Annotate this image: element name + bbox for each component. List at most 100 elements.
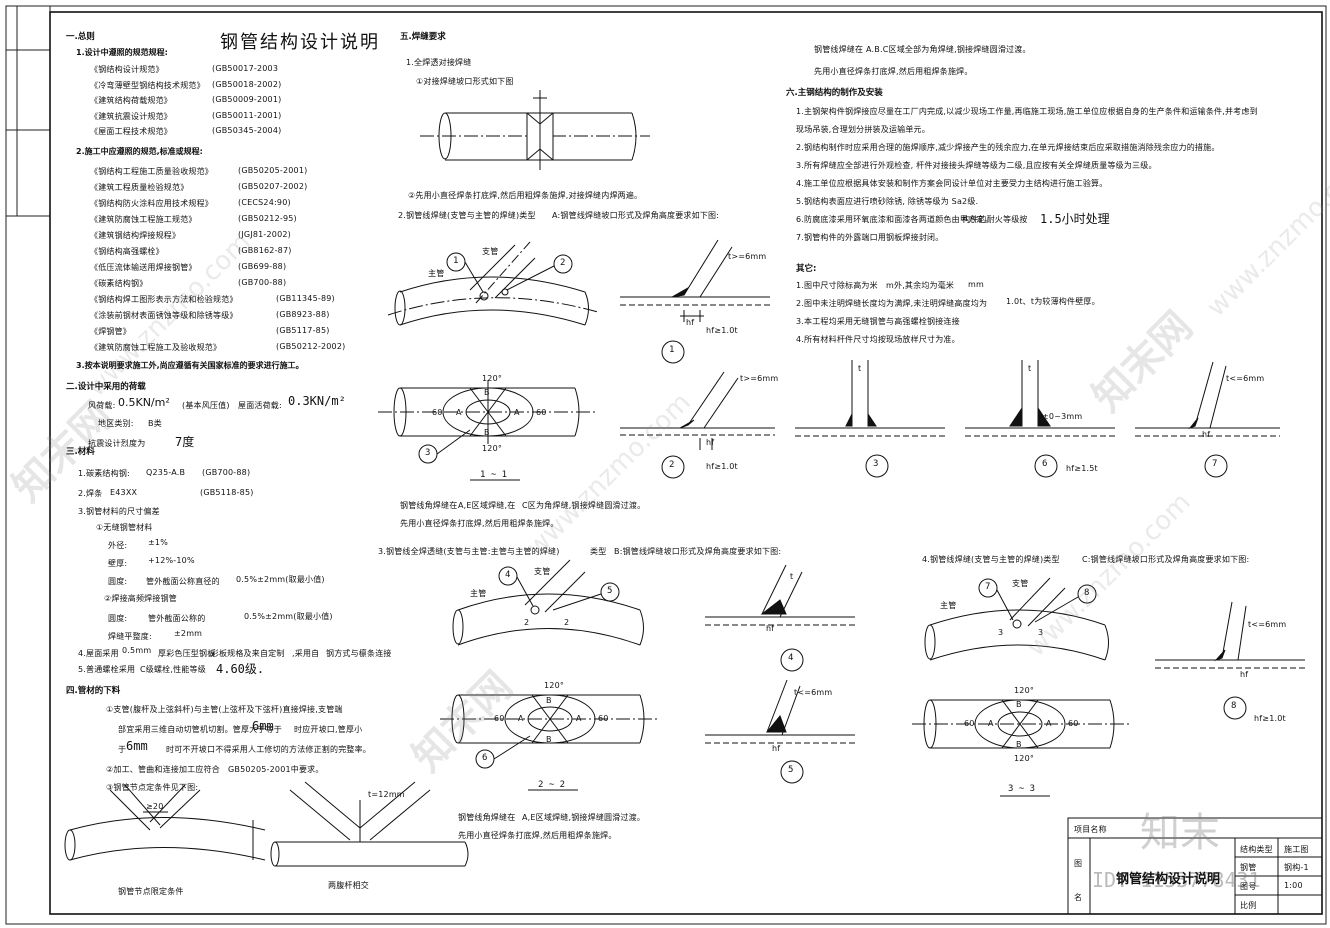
steel-value: Q235-A.B [146,468,186,477]
wall-value: +12%-10% [148,556,195,565]
code-id: (GB50011-2001) [212,111,282,120]
zone-c-left: A [988,719,994,728]
top-note1: 钢管线焊缝在 [814,45,864,54]
dim-b-2b: 2 [564,618,570,627]
dim60-a-l: 60 [432,408,443,417]
zone-b-bottom: B [546,735,552,744]
seismic-label: 抗震设计烈度为 [88,439,146,448]
callout-7: 7 [985,582,991,592]
zone-c-bottom: B [1016,740,1022,749]
s5-i4a: C:钢管线焊缝坡口形式及焊角高度要求如下图: [1082,555,1250,564]
roof-sheet-tail2: ,采用自 [292,649,320,658]
other-i4: 4.所有材料杆件尺寸均按现场放样尺寸为准。 [796,335,960,344]
roof-sheet-value: 0.5mm [122,646,152,655]
dim60-a-r: 60 [536,408,547,417]
tb-scale-label: 比例 [1240,901,1257,910]
s5-i1: 1.全焊透对接焊缝 [406,58,472,67]
section-3-3: 3 ~ 3 [1008,784,1036,794]
std-name: 《建筑工程质量检验规范》 [90,183,189,192]
seamless-title: ①无缝钢管材料 [96,523,153,532]
bolt-grade: C级螺栓,性能等级 [140,665,206,674]
std-id: (GB5117-85) [276,326,330,335]
binding-strip [5,5,51,217]
s4-p4-code: GB50205-2001中要求。 [228,765,324,774]
s1-heading: 一.总则 [66,32,95,42]
angle-c-top: 120° [1014,686,1035,695]
tb-project-label: 项目名称 [1074,825,1107,834]
s6-item2: 2.钢结构制作时应采用合理的施焊顺序,减少焊接产生的残余应力,在单元焊接结束后应… [796,143,1220,152]
electrode-label: 2.焊条 [78,489,103,498]
inner-frame [49,11,1323,915]
electrode-value: E43XX [110,488,138,497]
s6-item4: 4.施工单位应根据具体安装和制作方案会同设计单位对主要受力主结构进行施工验算。 [796,179,1108,188]
s5-i1a: ①对接焊缝坡口形式如下图 [416,77,514,86]
s6-item1b: 现场吊装,合理划分拼装及运输单元。 [796,125,930,134]
dim60-b-l: 60 [494,714,505,723]
angle-a-bottom: 120° [482,444,503,453]
s5-i3: 3.钢管线全焊透缝(支管与主管:主管与主管的焊缝) [378,547,560,556]
std-id: (GB50205-2001) [238,166,308,175]
detail7-t: t<=6mm [1226,374,1265,383]
tb-stage: 施工图 [1284,845,1309,854]
detail4-t: t [790,572,794,581]
s5-i2-note2: A,E区域焊缝,在 [458,501,516,510]
branch-pipe-label-a: 支管 [482,247,499,256]
other-heading: 其它: [796,264,817,274]
s6-item6: 6.防腐底漆采用环氧底漆和面漆各两道颜色由甲方定。 [796,215,993,224]
s1-item3: 3.按本说明要求施工外,尚应遵循有关国家标准的要求进行施工。 [76,361,304,370]
round2-value: 0.5%±2mm(取最小值) [244,612,333,621]
fig-a-dim: ≥20 [146,802,164,811]
std-name: 《低压流体输送用焊接钢管》 [90,263,197,272]
roof-label: 屋面活荷载: [238,401,282,410]
tb-subject-label: 结构类型 [1240,845,1273,854]
std-id: (JGJ81-2002) [238,230,291,239]
roof-sheet-label: 4.屋面采用 [78,649,119,658]
dim-c-3a: 3 [998,628,1004,637]
dim60-c-l: 60 [964,719,975,728]
steel-code: (GB700-88) [202,468,251,477]
s5-i2: 2.钢管线焊缝(支管与主管的焊缝)类型 [398,211,536,220]
branch-pipe-label-c: 支管 [1012,579,1029,588]
detail8-hf: hf [1240,670,1249,679]
butt-weld-figure [420,90,650,170]
std-name: 《钢结构焊工图形表示方法和检验规范》 [90,295,238,304]
zone-a-left: A [456,408,462,417]
s4-p4: ②加工、管曲和连接加工应符合 [106,765,220,774]
type-a-plan [378,380,595,481]
s5-i2-note4: 先用小直径焊条打底焊,然后用粗焊条施焊。 [400,519,559,528]
sheet-border [5,5,1327,925]
code-name: 《冷弯薄壁型钢结构技术规范》 [90,81,205,90]
outer-label: 外径: [108,541,128,550]
roof-sheet-text: 厚彩色压型钢板 [158,649,216,658]
terrain-value: B类 [148,419,162,428]
std-id: (GB50212-2002) [276,342,346,351]
fire-value: 1.5小时处理 [1040,212,1110,226]
other-i3: 3.本工程均采用无缝钢管与高强螺栓钢接连接 [796,317,960,326]
weldflat-value: ±2mm [174,629,203,638]
other-i1-unit2: mm [968,280,984,289]
detail-5-lines [705,679,855,784]
round-label: 圆度: [108,577,128,586]
wind-label: 风荷载: [88,401,116,410]
roof-sheet-tail3: 钢方式与檩条连接 [326,649,392,658]
dim60-b-r: 60 [598,714,609,723]
type-c-elevation [924,577,1109,661]
s4-heading: 四.管材的下料 [66,686,121,696]
std-id: (GB8162-87) [238,246,292,255]
title-block-lines [1067,817,1323,915]
callout-5b: 5 [607,586,613,596]
detail-4-lines [705,564,855,672]
tb-num-label: 图号 [1240,882,1257,891]
tb-num-value: 钢构-1 [1284,863,1309,872]
s1-item2: 2.施工中应遵照的规范,标准或规程: [76,147,203,156]
std-id: (GB699-88) [238,262,287,271]
top-note2: A.B.C区域全部为角焊缝,钢接焊缝圆滑过渡。 [866,45,1031,54]
std-id: (GB8923-88) [276,310,330,319]
tb-left-b: 名 [1074,893,1083,902]
zone-b-top: B [546,696,552,705]
code-id: (GB50017-2003 [212,64,279,73]
std-name: 《碳素结构钢》 [90,279,148,288]
detail2-t: t>=6mm [740,374,779,383]
detail6-t: t [1028,364,1032,373]
dim-b-2a: 2 [524,618,530,627]
